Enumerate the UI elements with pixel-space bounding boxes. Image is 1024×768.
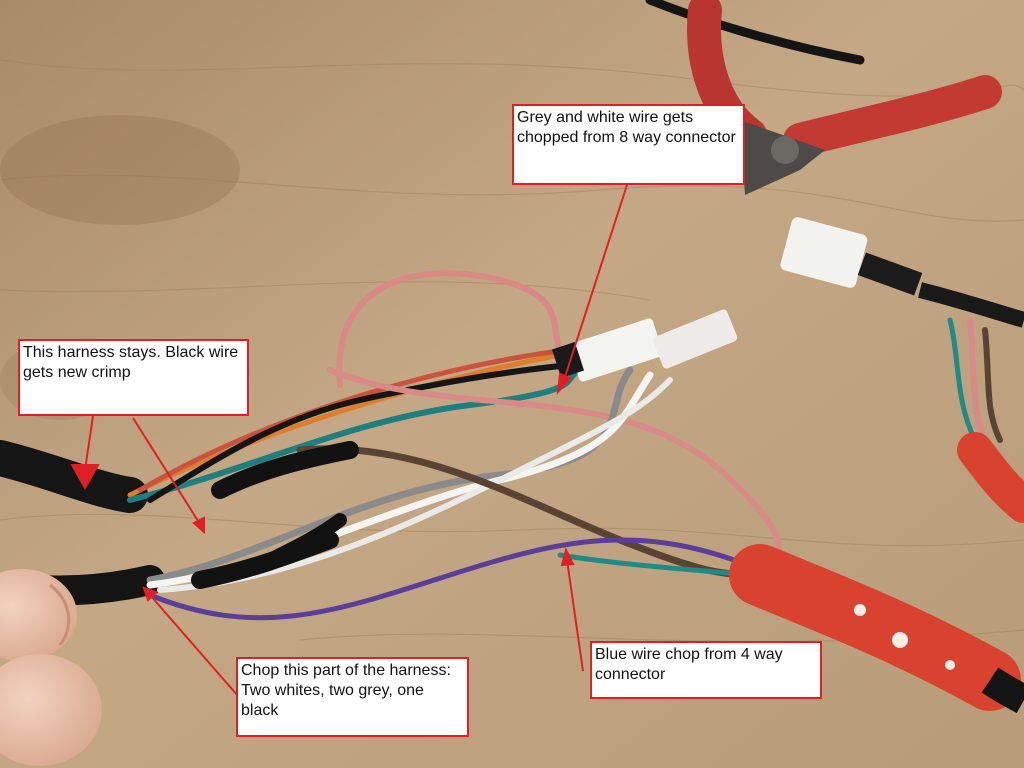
annotation-arrows	[70, 184, 628, 697]
wood-stain	[0, 115, 240, 225]
fingers	[0, 569, 102, 766]
callout-blue-wire: Blue wire chop from 4 way connector	[590, 641, 822, 699]
heat-shrink	[191, 441, 359, 589]
callout-harness-stays: This harness stays. Black wire gets new …	[18, 339, 249, 416]
callout-grey-white-wire: Grey and white wire gets chopped from 8 …	[512, 104, 745, 185]
wire-bundle	[127, 270, 1003, 621]
callout-chop-harness: Chop this part of the harness: Two white…	[236, 657, 469, 737]
black-cable-upper	[0, 440, 148, 513]
white-connector-right	[780, 217, 1024, 328]
red-taped-connector	[729, 432, 1024, 714]
white-connector-8way	[551, 309, 738, 382]
